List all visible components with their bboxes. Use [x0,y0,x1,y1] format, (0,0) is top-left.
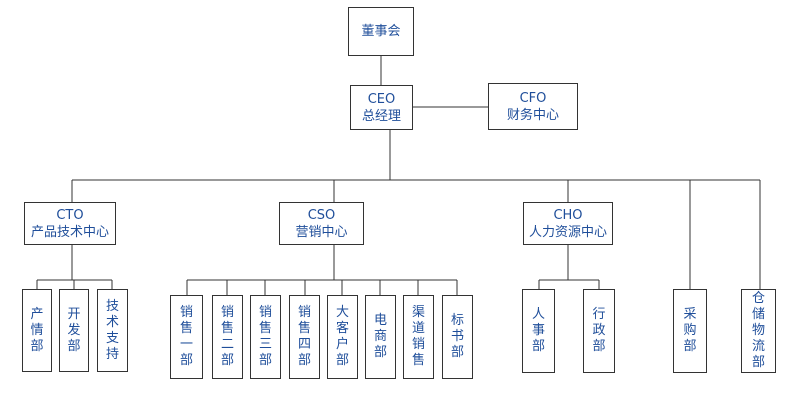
procurement-label: 采购部 [683,307,697,354]
cho-title: CHO [553,207,583,223]
dept-box: 行政部 [583,289,615,373]
dept-box: 电商部 [365,295,396,379]
dept-box: 技术支持 [97,289,128,372]
board-label: 董事会 [361,24,401,39]
dept-box: 人事部 [522,289,555,373]
dept-label: 销售一部 [179,305,193,368]
cso-box: CSO 营销中心 [279,202,364,245]
dept-label: 销售三部 [258,305,272,368]
ceo-title: CEO [367,91,396,107]
dept-box: 销售二部 [212,295,243,379]
dept-label: 电商部 [373,313,387,360]
dept-label: 行政部 [592,307,606,354]
dept-box: 销售四部 [289,295,320,379]
cfo-box: CFO 财务中心 [488,83,578,130]
cso-name: 营销中心 [295,224,348,240]
procurement-box: 采购部 [673,289,707,373]
cho-box: CHO 人力资源中心 [523,202,613,245]
ceo-box: CEO 总经理 [350,85,413,130]
cfo-title: CFO [519,90,547,106]
dept-label: 大客户部 [335,305,349,368]
dept-box: 开发部 [59,289,89,372]
cso-title: CSO [307,207,336,223]
ceo-name: 总经理 [361,108,401,124]
cfo-name: 财务中心 [506,107,559,123]
cto-title: CTO [56,207,84,223]
dept-box: 标书部 [442,295,473,379]
dept-label: 渠道销售 [411,305,425,368]
logistics-label: 仓储物流部 [751,291,765,370]
dept-label: 销售四部 [297,305,311,368]
cto-name: 产品技术中心 [30,224,109,240]
board-box: 董事会 [348,7,414,56]
dept-label: 开发部 [67,306,81,354]
dept-box: 渠道销售 [403,295,434,379]
dept-label: 人事部 [531,307,545,354]
dept-box: 产情部 [22,289,52,372]
dept-box: 销售一部 [170,295,203,379]
cho-name: 人力资源中心 [528,224,607,240]
logistics-box: 仓储物流部 [741,289,776,373]
cto-box: CTO 产品技术中心 [24,202,116,245]
dept-box: 销售三部 [250,295,281,379]
dept-label: 产情部 [30,306,44,354]
dept-box: 大客户部 [327,295,358,379]
dept-label: 技术支持 [105,298,119,362]
dept-label: 销售二部 [220,305,234,368]
dept-label: 标书部 [450,313,464,360]
